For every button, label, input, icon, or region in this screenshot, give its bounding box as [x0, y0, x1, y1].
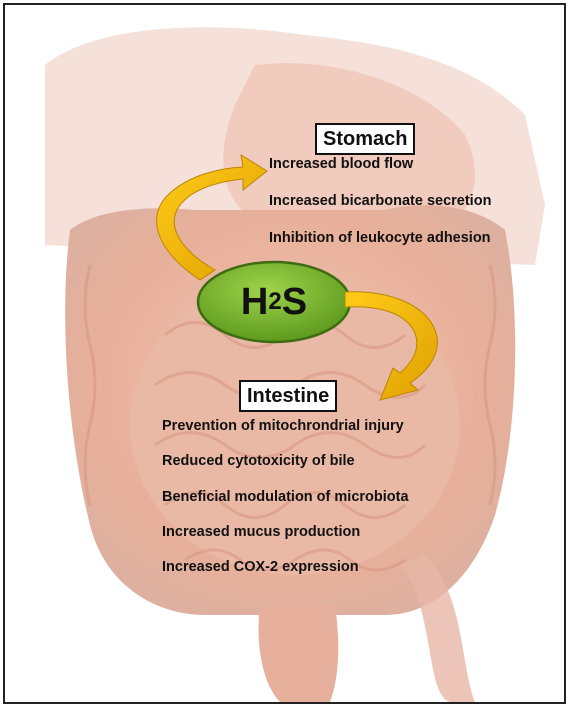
intestine-effect-5: Increased COX-2 expression	[162, 559, 359, 575]
stomach-effect-1: Increased blood flow	[269, 156, 413, 172]
stomach-effect-2: Increased bicarbonate secretion	[269, 193, 491, 209]
intestine-effect-3: Beneficial modulation of microbiota	[162, 489, 409, 505]
intestine-title: Intestine	[239, 380, 337, 412]
stomach-title: Stomach	[315, 123, 415, 155]
stomach-effect-3: Inhibition of leukocyte adhesion	[269, 230, 491, 246]
h2s-label: H2S	[198, 262, 350, 342]
formula-main: H	[241, 281, 268, 324]
formula-tail: S	[282, 281, 307, 324]
intestine-effect-2: Reduced cytotoxicity of bile	[162, 453, 355, 469]
intestine-effect-4: Increased mucus production	[162, 524, 360, 540]
gi-tract-illustration	[5, 5, 564, 702]
formula-subscript: 2	[268, 288, 281, 316]
rectum-shape	[259, 605, 339, 702]
intestine-effect-1: Prevention of mitochrondrial injury	[162, 418, 404, 434]
diagram-frame: H2S Stomach Increased blood flow Increas…	[3, 3, 566, 704]
